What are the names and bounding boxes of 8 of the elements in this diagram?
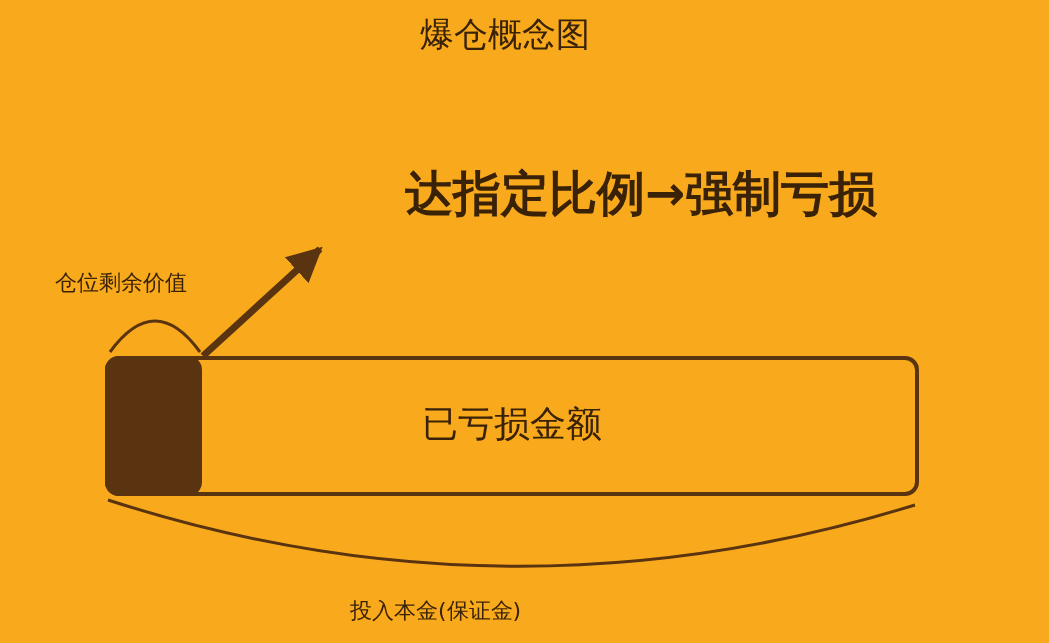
bar-outline	[105, 356, 919, 496]
node-text: 达指定比例→强制亏损	[405, 164, 878, 223]
arrow	[200, 246, 323, 359]
node-text: 已亏损金额	[421, 402, 603, 446]
bracket-label: 投入本金(保证金)	[350, 597, 522, 625]
remaining-value-segment	[105, 356, 202, 496]
bracket-label: 仓位剩余价值	[55, 269, 187, 297]
diagram-title: 爆仓概念图	[419, 13, 591, 56]
